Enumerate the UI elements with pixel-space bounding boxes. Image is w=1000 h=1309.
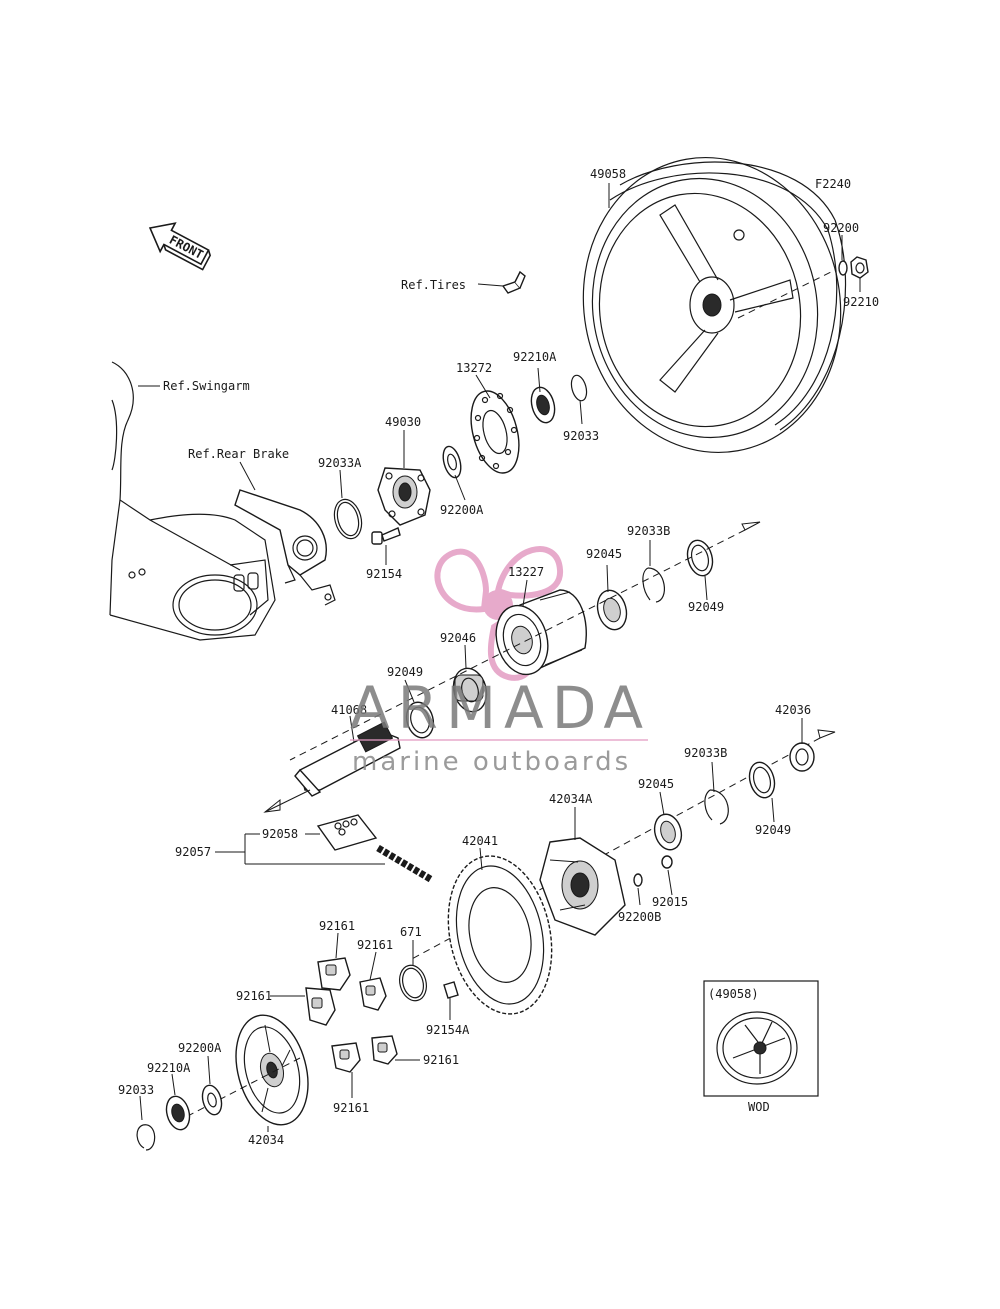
inset-caption: WOD <box>748 1100 770 1114</box>
label-92200A-low: 92200A <box>178 1041 222 1055</box>
o-ring-671 <box>399 964 427 1002</box>
ref-tires: Ref.Tires <box>401 278 466 292</box>
bearing-92046 <box>452 667 488 713</box>
label-92200: 92200 <box>823 221 859 235</box>
label-92049-left: 92049 <box>387 665 423 679</box>
front-arrow-icon: FRONT <box>148 222 212 271</box>
label-92049-right: 92049 <box>688 600 724 614</box>
part-labels: F2240 49058 92200 92210 Ref.Tires Ref.Sw… <box>118 167 879 1147</box>
collar-42036 <box>789 742 815 772</box>
label-49030: 49030 <box>385 415 421 429</box>
watermark: ARMADA marine outboards <box>350 674 651 777</box>
nut-92210A-top <box>530 386 556 424</box>
front-label: FRONT <box>167 233 205 262</box>
label-92049-low: 92049 <box>755 823 791 837</box>
label-41068: 41068 <box>331 703 367 717</box>
disc-13272 <box>470 390 520 474</box>
label-49058: 49058 <box>590 167 626 181</box>
seal-92049-low <box>748 761 776 799</box>
circlip-92033B-low <box>704 789 729 825</box>
ref-rear-brake: Ref.Rear Brake <box>188 447 289 461</box>
label-671: 671 <box>400 925 422 939</box>
armada-logo <box>434 546 563 681</box>
sprocket-42041 <box>447 855 553 1015</box>
figure-code: F2240 <box>815 177 851 191</box>
circlip-92033-low <box>136 1124 156 1151</box>
label-92033-top: 92033 <box>563 429 599 443</box>
washer-92200B <box>633 873 643 887</box>
label-92033B-top: 92033B <box>627 524 670 538</box>
damper-92161-d <box>371 1035 398 1065</box>
label-42036: 42036 <box>775 703 811 717</box>
label-92046: 92046 <box>440 631 476 645</box>
label-92045-top: 92045 <box>586 547 622 561</box>
swingarm-illustration <box>109 361 276 641</box>
chain-92057 <box>376 844 434 884</box>
inset-wheel-wod: (49058) WOD <box>703 980 819 1114</box>
bearing-92045-low <box>653 813 683 851</box>
circlip-92033A <box>333 498 363 540</box>
tire-valve-icon <box>501 270 526 294</box>
label-92161-d: 92161 <box>423 1053 459 1067</box>
washer-92200 <box>838 260 848 276</box>
label-13227: 13227 <box>508 565 544 579</box>
label-92200A-top: 92200A <box>440 503 484 517</box>
label-92161-c: 92161 <box>236 989 272 1003</box>
label-92154: 92154 <box>366 567 402 581</box>
label-92057: 92057 <box>175 845 211 859</box>
hub-13227 <box>495 589 587 676</box>
damper-92161-e <box>331 1042 361 1073</box>
circlip-92033-top <box>570 374 588 402</box>
bearing-92045-top <box>596 589 628 631</box>
label-92161-b: 92161 <box>357 938 393 952</box>
axle-41068 <box>263 721 401 813</box>
nut-92210 <box>850 256 869 279</box>
damper-92161-c <box>305 987 336 1026</box>
watermark-name: ARMADA <box>350 674 651 742</box>
washer-92200A-top <box>442 445 462 479</box>
label-92161-e: 92161 <box>333 1101 369 1115</box>
label-42034: 42034 <box>248 1133 284 1147</box>
label-92015: 92015 <box>652 895 688 909</box>
label-92210A-top: 92210A <box>513 350 557 364</box>
label-42041: 42041 <box>462 834 498 848</box>
label-92161-a: 92161 <box>319 919 355 933</box>
label-42034A: 42034A <box>549 792 593 806</box>
label-92033B-low: 92033B <box>684 746 727 760</box>
rear-brake-bracket <box>234 489 336 606</box>
sprocket-hub-42034A <box>539 837 626 936</box>
watermark-subtitle: marine outboards <box>352 747 631 777</box>
flange-49030 <box>377 467 431 526</box>
seal-92049-left <box>405 701 435 739</box>
nut-92210A-low <box>165 1095 191 1131</box>
coupling-42034 <box>235 1014 309 1126</box>
damper-92161-b <box>359 977 387 1011</box>
bolt-92154 <box>371 527 401 545</box>
label-92033A: 92033A <box>318 456 362 470</box>
damper-92161-a <box>317 957 351 991</box>
circlip-92033B-top <box>642 567 665 603</box>
nut-92015 <box>661 855 673 869</box>
leader-lines <box>138 183 861 1132</box>
ref-swingarm: Ref.Swingarm <box>163 379 250 393</box>
label-92210A-low: 92210A <box>147 1061 191 1075</box>
chain-link-kit-92058 <box>316 814 378 851</box>
label-92058: 92058 <box>262 827 298 841</box>
washer-92200A-low <box>201 1084 223 1116</box>
label-92200B: 92200B <box>618 910 661 924</box>
label-92045-low: 92045 <box>638 777 674 791</box>
inset-title: (49058) <box>708 987 759 1001</box>
bolt-92154A <box>443 981 459 999</box>
label-92154A: 92154A <box>426 1023 470 1037</box>
label-92210: 92210 <box>843 295 879 309</box>
label-92033-low: 92033 <box>118 1083 154 1097</box>
seal-92049-right <box>686 539 714 577</box>
label-13272: 13272 <box>456 361 492 375</box>
rear-wheel-49058 <box>582 156 847 454</box>
